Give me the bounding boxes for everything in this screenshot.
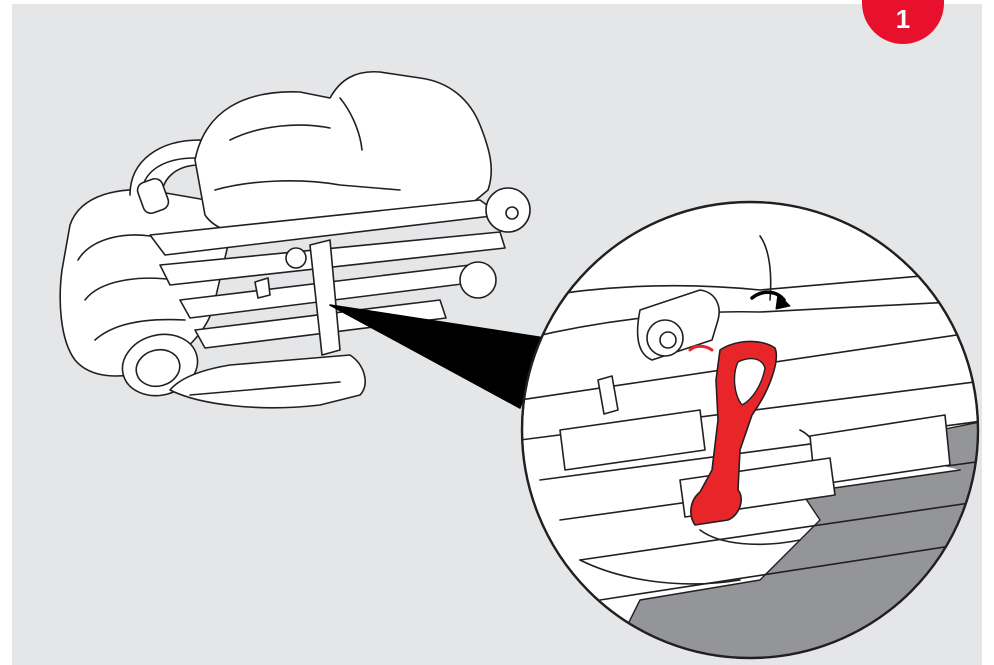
detail-inset bbox=[520, 202, 990, 665]
step-number: 1 bbox=[896, 6, 910, 32]
